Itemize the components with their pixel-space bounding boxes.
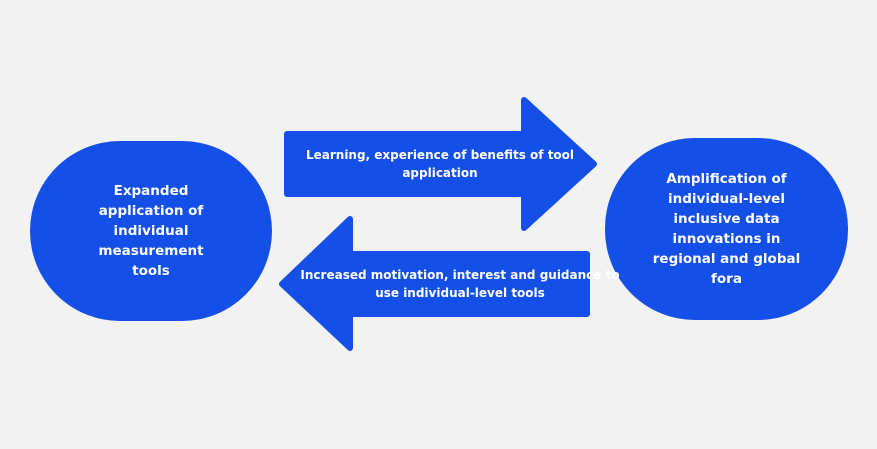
arrow-back-label: Increased motivation, interest and guida…	[300, 268, 620, 300]
node-label: Amplification of individual-level inclus…	[652, 171, 801, 287]
node-expanded-application: Expanded application of individual measu…	[30, 141, 272, 321]
arrow-forward	[284, 97, 597, 231]
arrow-forward-label: Learning, experience of benefits of tool…	[305, 148, 575, 180]
node-amplification: Amplification of individual-level inclus…	[605, 138, 848, 320]
arrow-back	[279, 216, 590, 351]
node-label: Expanded application of individual measu…	[98, 183, 204, 279]
